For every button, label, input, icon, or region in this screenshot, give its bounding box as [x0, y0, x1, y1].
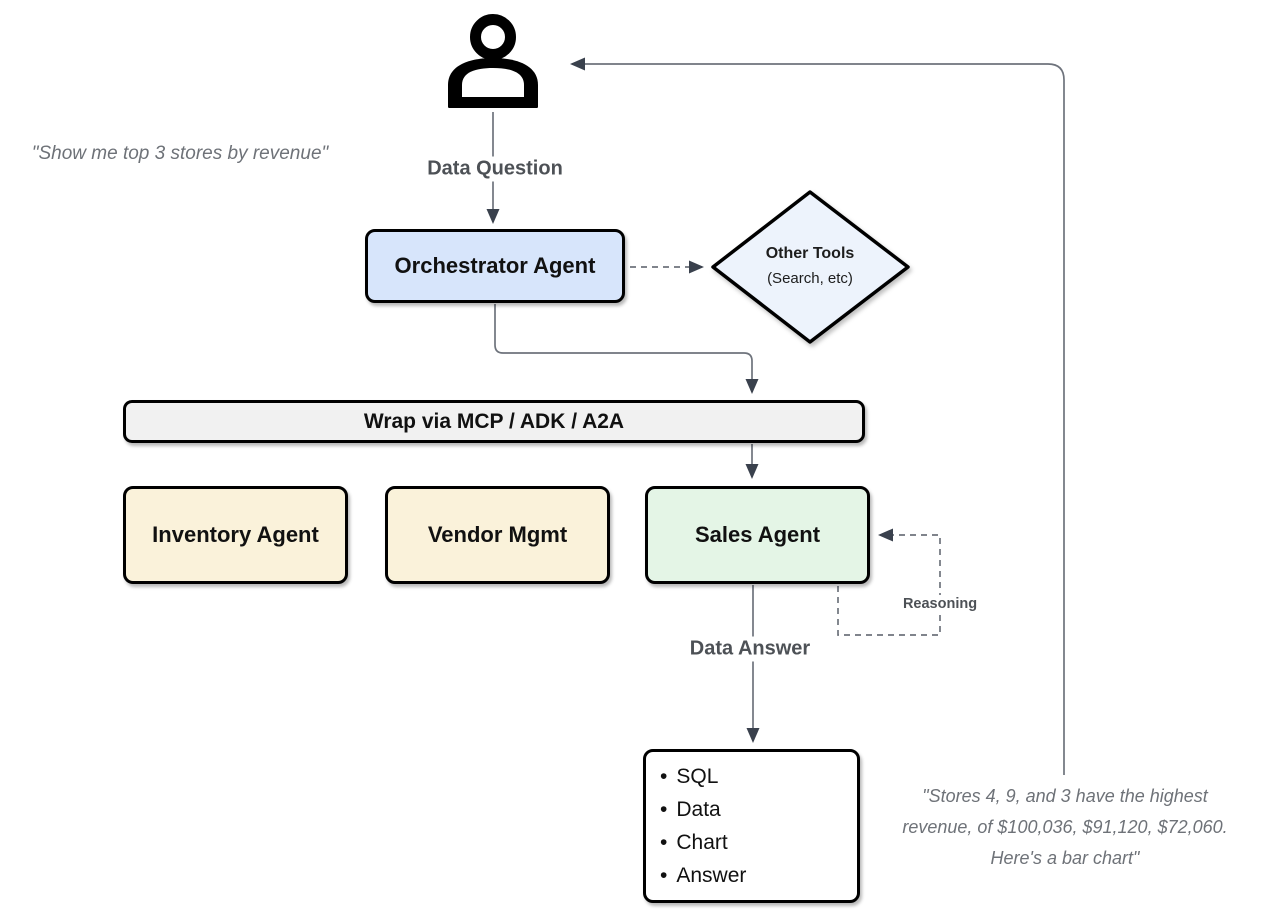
- vendor-mgmt-label: Vendor Mgmt: [427, 522, 568, 547]
- reasoning-label: Reasoning: [897, 595, 983, 613]
- other-tools-title: Other Tools: [765, 245, 855, 262]
- output-item-chart: • Chart: [660, 826, 728, 859]
- output-item-data: • Data: [660, 793, 721, 826]
- output-item-answer: • Answer: [660, 859, 746, 892]
- agent-response-quote: "Stores 4, 9, and 3 have the highest rev…: [863, 781, 1264, 874]
- other-tools-subtitle: (Search, etc): [767, 270, 853, 287]
- agent-response-line: Here's a bar chart": [990, 848, 1140, 868]
- orchestrator-agent-label: Orchestrator Agent: [394, 253, 596, 278]
- arrow-return-to-user: [570, 57, 1065, 775]
- vendor-mgmt-node: Vendor Mgmt: [385, 486, 610, 584]
- arrow-orchestrator-to-wrap-bar: [494, 304, 759, 394]
- wrap-mcp-adk-a2a-bar: Wrap via MCP / ADK / A2A: [123, 400, 865, 443]
- output-item-sql: • SQL: [660, 760, 718, 793]
- data-question-label: Data Question: [422, 156, 568, 182]
- output-list-node: • SQL • Data • Chart • Answer: [643, 749, 860, 903]
- other-tools-diamond: [711, 190, 910, 344]
- agent-response-line: revenue, of $100,036, $91,120, $72,060.: [902, 817, 1228, 837]
- inventory-agent-node: Inventory Agent: [123, 486, 348, 584]
- bullet-icon: •: [660, 798, 668, 821]
- sales-agent-node: Sales Agent: [645, 486, 870, 584]
- data-answer-label: Data Answer: [684, 636, 816, 662]
- user-request-quote: "Show me top 3 stores by revenue": [31, 143, 329, 164]
- other-tools-label: Other Tools (Search, etc): [730, 241, 890, 291]
- agent-response-line: "Stores 4, 9, and 3 have the highest: [922, 786, 1208, 806]
- bullet-icon: •: [660, 765, 668, 788]
- inventory-agent-label: Inventory Agent: [152, 522, 319, 547]
- sales-agent-label: Sales Agent: [694, 522, 821, 547]
- output-item-label: Chart: [676, 831, 728, 854]
- wrap-bar-label: Wrap via MCP / ADK / A2A: [363, 409, 625, 433]
- bullet-icon: •: [660, 831, 668, 854]
- orchestrator-agent-node: Orchestrator Agent: [365, 229, 625, 303]
- output-item-label: Answer: [676, 864, 747, 887]
- output-item-label: Data: [676, 798, 721, 821]
- output-item-label: SQL: [676, 765, 719, 788]
- person-icon: [448, 14, 538, 108]
- bullet-icon: •: [660, 864, 668, 887]
